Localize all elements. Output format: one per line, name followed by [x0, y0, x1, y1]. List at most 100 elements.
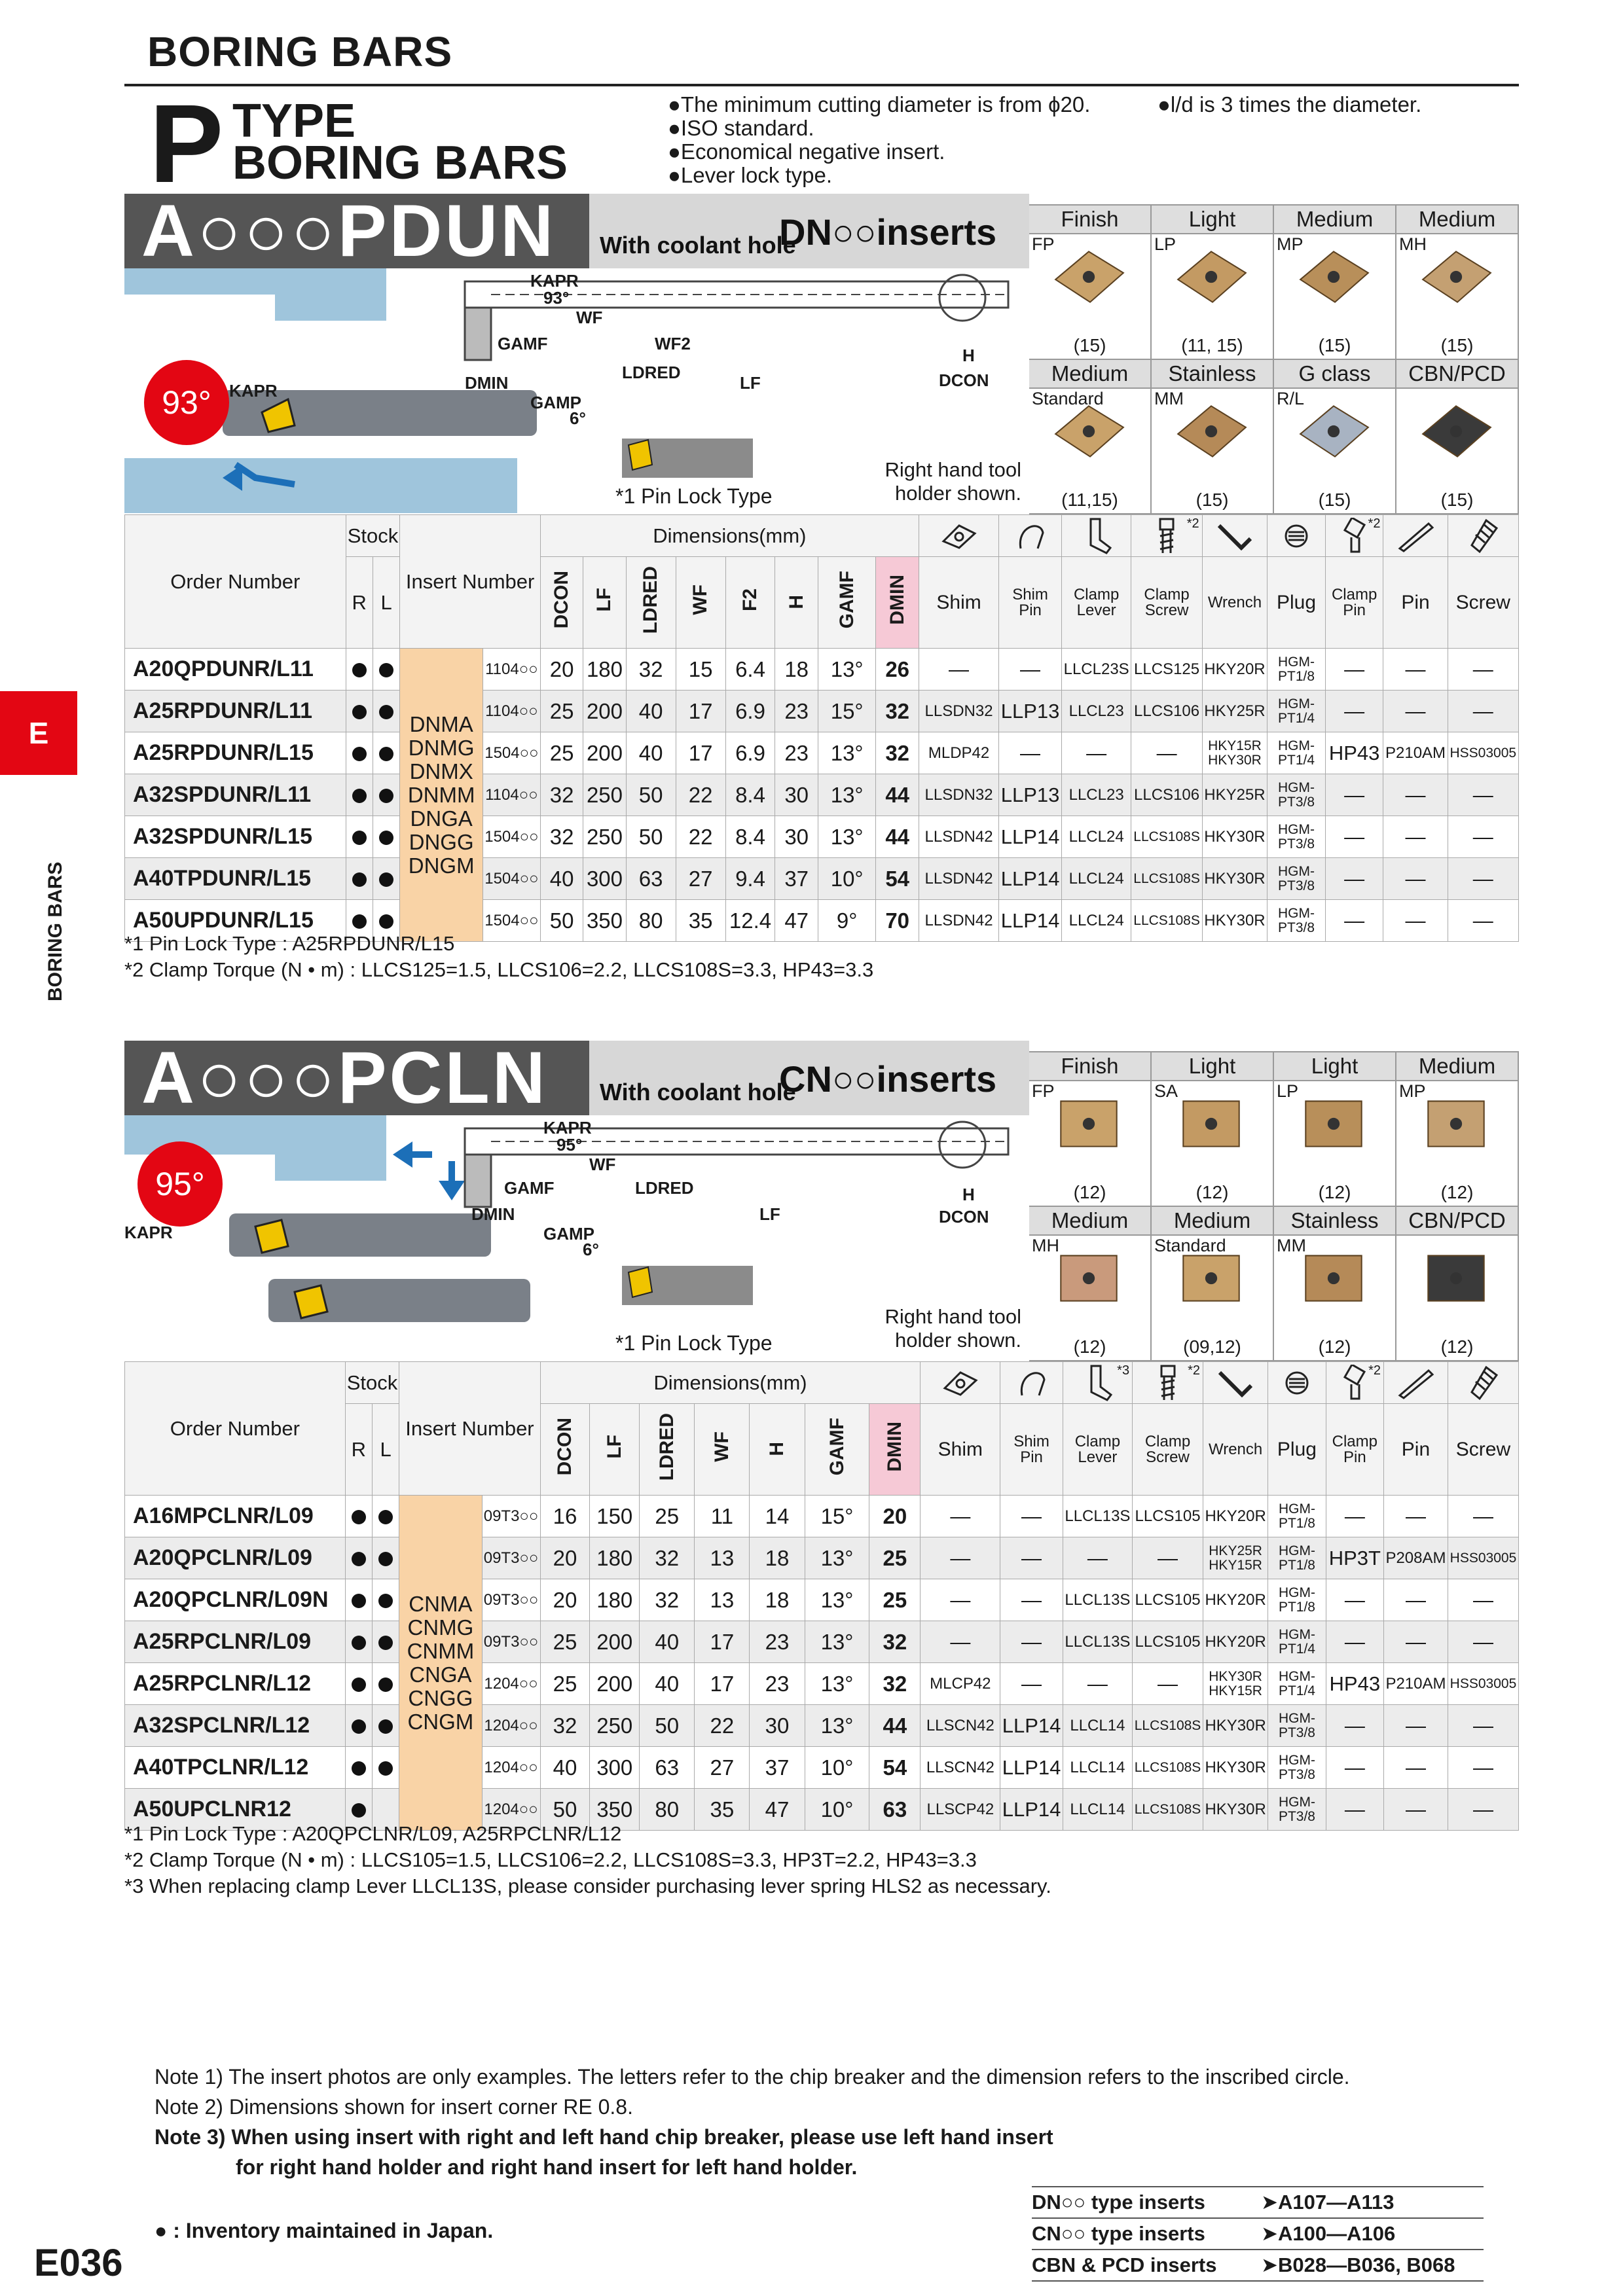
ref-dn[interactable]: DN○○ type inserts ➤A107—A113: [1032, 2187, 1484, 2219]
dim-value: 25: [539, 1662, 591, 1705]
dim-col-label: F2: [739, 588, 761, 611]
dim-value: 6.9: [725, 732, 776, 774]
ptype-title-line1: TYPE: [232, 95, 356, 147]
dim-value: 6.4: [725, 648, 776, 691]
dim-value: 32: [539, 816, 584, 858]
insert-breaker-code: MP: [1277, 234, 1304, 254]
insert-size: 09T3○○: [481, 1579, 541, 1621]
ref-cn[interactable]: CN○○ type inserts ➤A100—A106: [1032, 2219, 1484, 2250]
insert-type: CNMA: [409, 1591, 473, 1616]
part-number: LLCS108S: [1132, 1788, 1203, 1831]
part-number: P208AM: [1383, 1537, 1448, 1579]
part-col-plug: Plug: [1267, 556, 1326, 649]
stock-dot: [351, 1636, 366, 1651]
part-number: HKY20R: [1202, 1579, 1269, 1621]
part-number: —: [1447, 1495, 1520, 1537]
pcln-banner-ext: With coolant hole CN○○inserts: [589, 1041, 1029, 1115]
part-number: LLP13: [998, 690, 1062, 732]
insert-category: Medium: [1396, 1052, 1518, 1081]
pdun-insert-card: CBN/PCD(15): [1396, 360, 1519, 514]
stock-r: [345, 857, 373, 900]
ref-cbn[interactable]: CBN & PCD inserts ➤B028—B036, B068: [1032, 2250, 1484, 2282]
part-number: —: [920, 1495, 1001, 1537]
dim-value: 40: [639, 1621, 695, 1663]
dim-value: 44: [869, 1704, 921, 1747]
dim-value: 15°: [817, 690, 877, 732]
dim-col-wf: WF: [694, 1403, 750, 1496]
pcln-footnote-2: *2 Clamp Torque (N • m) : LLCS105=1.5, L…: [124, 1848, 977, 1871]
insert-size-count: (15): [1440, 335, 1474, 355]
insert-size-count: (11, 15): [1181, 335, 1243, 355]
dim-value: 37: [775, 857, 818, 900]
insert-breaker-code: LP: [1277, 1081, 1299, 1101]
part-number: —: [1000, 1662, 1063, 1705]
part-number: HGM-PT3/8: [1267, 899, 1326, 942]
pdun-gamp-value: 6°: [570, 408, 586, 428]
stock-l-header: L: [372, 556, 401, 649]
pcln-banner: A○○○PCLN: [124, 1041, 589, 1115]
dim-value: 11: [694, 1495, 750, 1537]
dim-col-wf: WF: [675, 556, 726, 649]
dim-value: 54: [869, 1746, 921, 1789]
part-number: LLCL23S: [1061, 648, 1132, 691]
part-number: HGM-PT1/8: [1267, 648, 1326, 691]
dim-value: 200: [583, 732, 627, 774]
clamp-lever-icon: [1061, 514, 1132, 557]
dim-col-label: LF: [593, 588, 615, 612]
insert-size: 1504○○: [482, 899, 541, 942]
dim-value: 32: [869, 1621, 921, 1663]
part-number: LLP14: [998, 816, 1062, 858]
pcln-dmin-label: DMIN: [471, 1204, 515, 1224]
part-number: HGM-PT3/8: [1267, 816, 1326, 858]
insert-photo: [1305, 1100, 1362, 1147]
ref-cbn-page: ➤B028—B036, B068: [1261, 2253, 1455, 2276]
dim-value: 22: [675, 774, 726, 816]
stock-dot: [378, 1552, 393, 1567]
stock-r: [345, 774, 373, 816]
part-number: P210AM: [1383, 732, 1448, 774]
pcln-banner-title: A○○○PCLN: [141, 1037, 548, 1119]
pin-icon: [1383, 514, 1448, 557]
part-number: —: [1000, 1537, 1063, 1579]
dim-col-dcon: DCON: [539, 556, 584, 649]
part-number: LLCS105: [1132, 1579, 1203, 1621]
clamp-screw-icon: *2: [1132, 1361, 1203, 1404]
dim-value: 250: [589, 1704, 640, 1747]
part-col-screw: Screw: [1447, 556, 1520, 649]
dim-value: 35: [675, 899, 726, 942]
stock-dot: [352, 872, 367, 888]
stock-r: [345, 690, 373, 732]
insert-category: G class: [1274, 360, 1395, 389]
insert-category: Medium: [1029, 360, 1150, 389]
order-number: A25RPCLNR/L09: [124, 1621, 346, 1663]
ptype-title-line2: BORING BARS: [232, 137, 568, 189]
insert-size-count: (15): [1073, 335, 1106, 355]
dim-value: 27: [694, 1746, 750, 1789]
part-number: LLCL14: [1062, 1704, 1133, 1747]
part-number: LLCS106: [1131, 774, 1203, 816]
insert-size: 1504○○: [482, 857, 541, 900]
insert-type: CNMM: [407, 1638, 475, 1663]
part-number: HKY15R HKY30R: [1201, 732, 1268, 774]
dim-value: 26: [875, 648, 919, 691]
order-number: A20QPCLNR/L09N: [124, 1579, 346, 1621]
dim-col-dmin: DMIN: [869, 1403, 921, 1496]
stock-dot: [379, 663, 394, 678]
dim-value: 13°: [804, 1621, 870, 1663]
order-number: A50UPDUNR/L15: [124, 899, 346, 942]
dim-value: 63: [869, 1788, 921, 1831]
part-number: LLCL23: [1061, 690, 1132, 732]
part-number: —: [1383, 1704, 1448, 1747]
insert-size-count: (12): [1318, 1182, 1351, 1202]
pdun-wf2-label: WF2: [655, 334, 691, 353]
